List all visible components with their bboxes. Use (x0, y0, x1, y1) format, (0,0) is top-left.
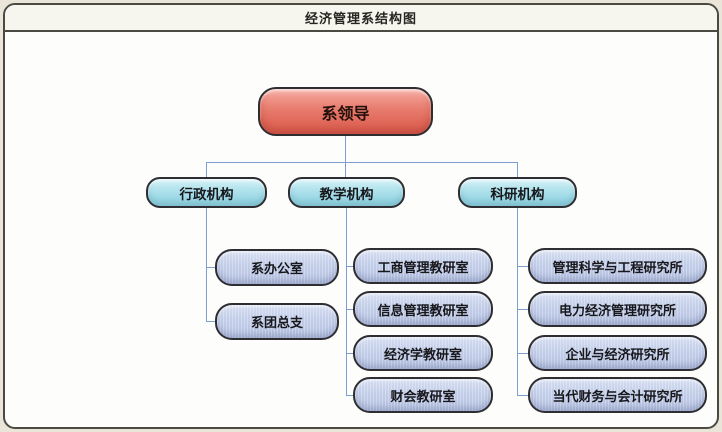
connector-stub-economics (346, 353, 353, 354)
node-accounting-section: 财会教研室 (353, 377, 493, 413)
title-bar: 经济管理系结构图 (5, 5, 717, 32)
node-power-economics-institute: 电力经济管理研究所 (528, 291, 707, 327)
connector-stub-dept-office (206, 267, 215, 268)
node-finance-accounting-institute: 当代财务与会计研究所 (528, 377, 707, 413)
connector-stub-finance-accounting (517, 395, 528, 396)
connector-stub-info-mgmt (346, 309, 353, 310)
node-dept-leadership: 系领导 (258, 87, 433, 136)
connector-stub-league-branch (206, 321, 215, 322)
connector-level2-bus (206, 162, 518, 163)
node-economics-section: 经济学教研室 (353, 335, 493, 371)
connector-trunk-research (517, 208, 518, 395)
connector-root-stem (345, 136, 346, 162)
connector-stub-mgmt-science (517, 266, 528, 267)
node-branch-administrative: 行政机构 (146, 177, 267, 208)
connector-trunk-teaching (346, 208, 347, 395)
connector-drop-research (517, 162, 518, 178)
node-enterprise-econ-institute: 企业与经济研究所 (528, 335, 707, 371)
node-league-branch: 系团总支 (215, 303, 339, 340)
connector-stub-enterprise-econ (517, 353, 528, 354)
node-info-mgmt-section: 信息管理教研室 (353, 291, 493, 327)
connector-trunk-administrative (206, 208, 207, 322)
connector-stub-power-economics (517, 309, 528, 310)
node-branch-teaching: 教学机构 (288, 177, 405, 208)
connector-stub-accounting (346, 395, 353, 396)
connector-stub-business-admin (346, 266, 353, 267)
node-branch-research: 科研机构 (458, 177, 577, 208)
node-dept-office: 系办公室 (215, 249, 339, 286)
page-title: 经济管理系结构图 (304, 12, 417, 27)
node-business-admin-section: 工商管理教研室 (353, 248, 493, 284)
node-mgmt-science-institute: 管理科学与工程研究所 (528, 248, 707, 284)
connector-drop-teaching (345, 162, 346, 178)
connector-drop-administrative (206, 162, 207, 178)
